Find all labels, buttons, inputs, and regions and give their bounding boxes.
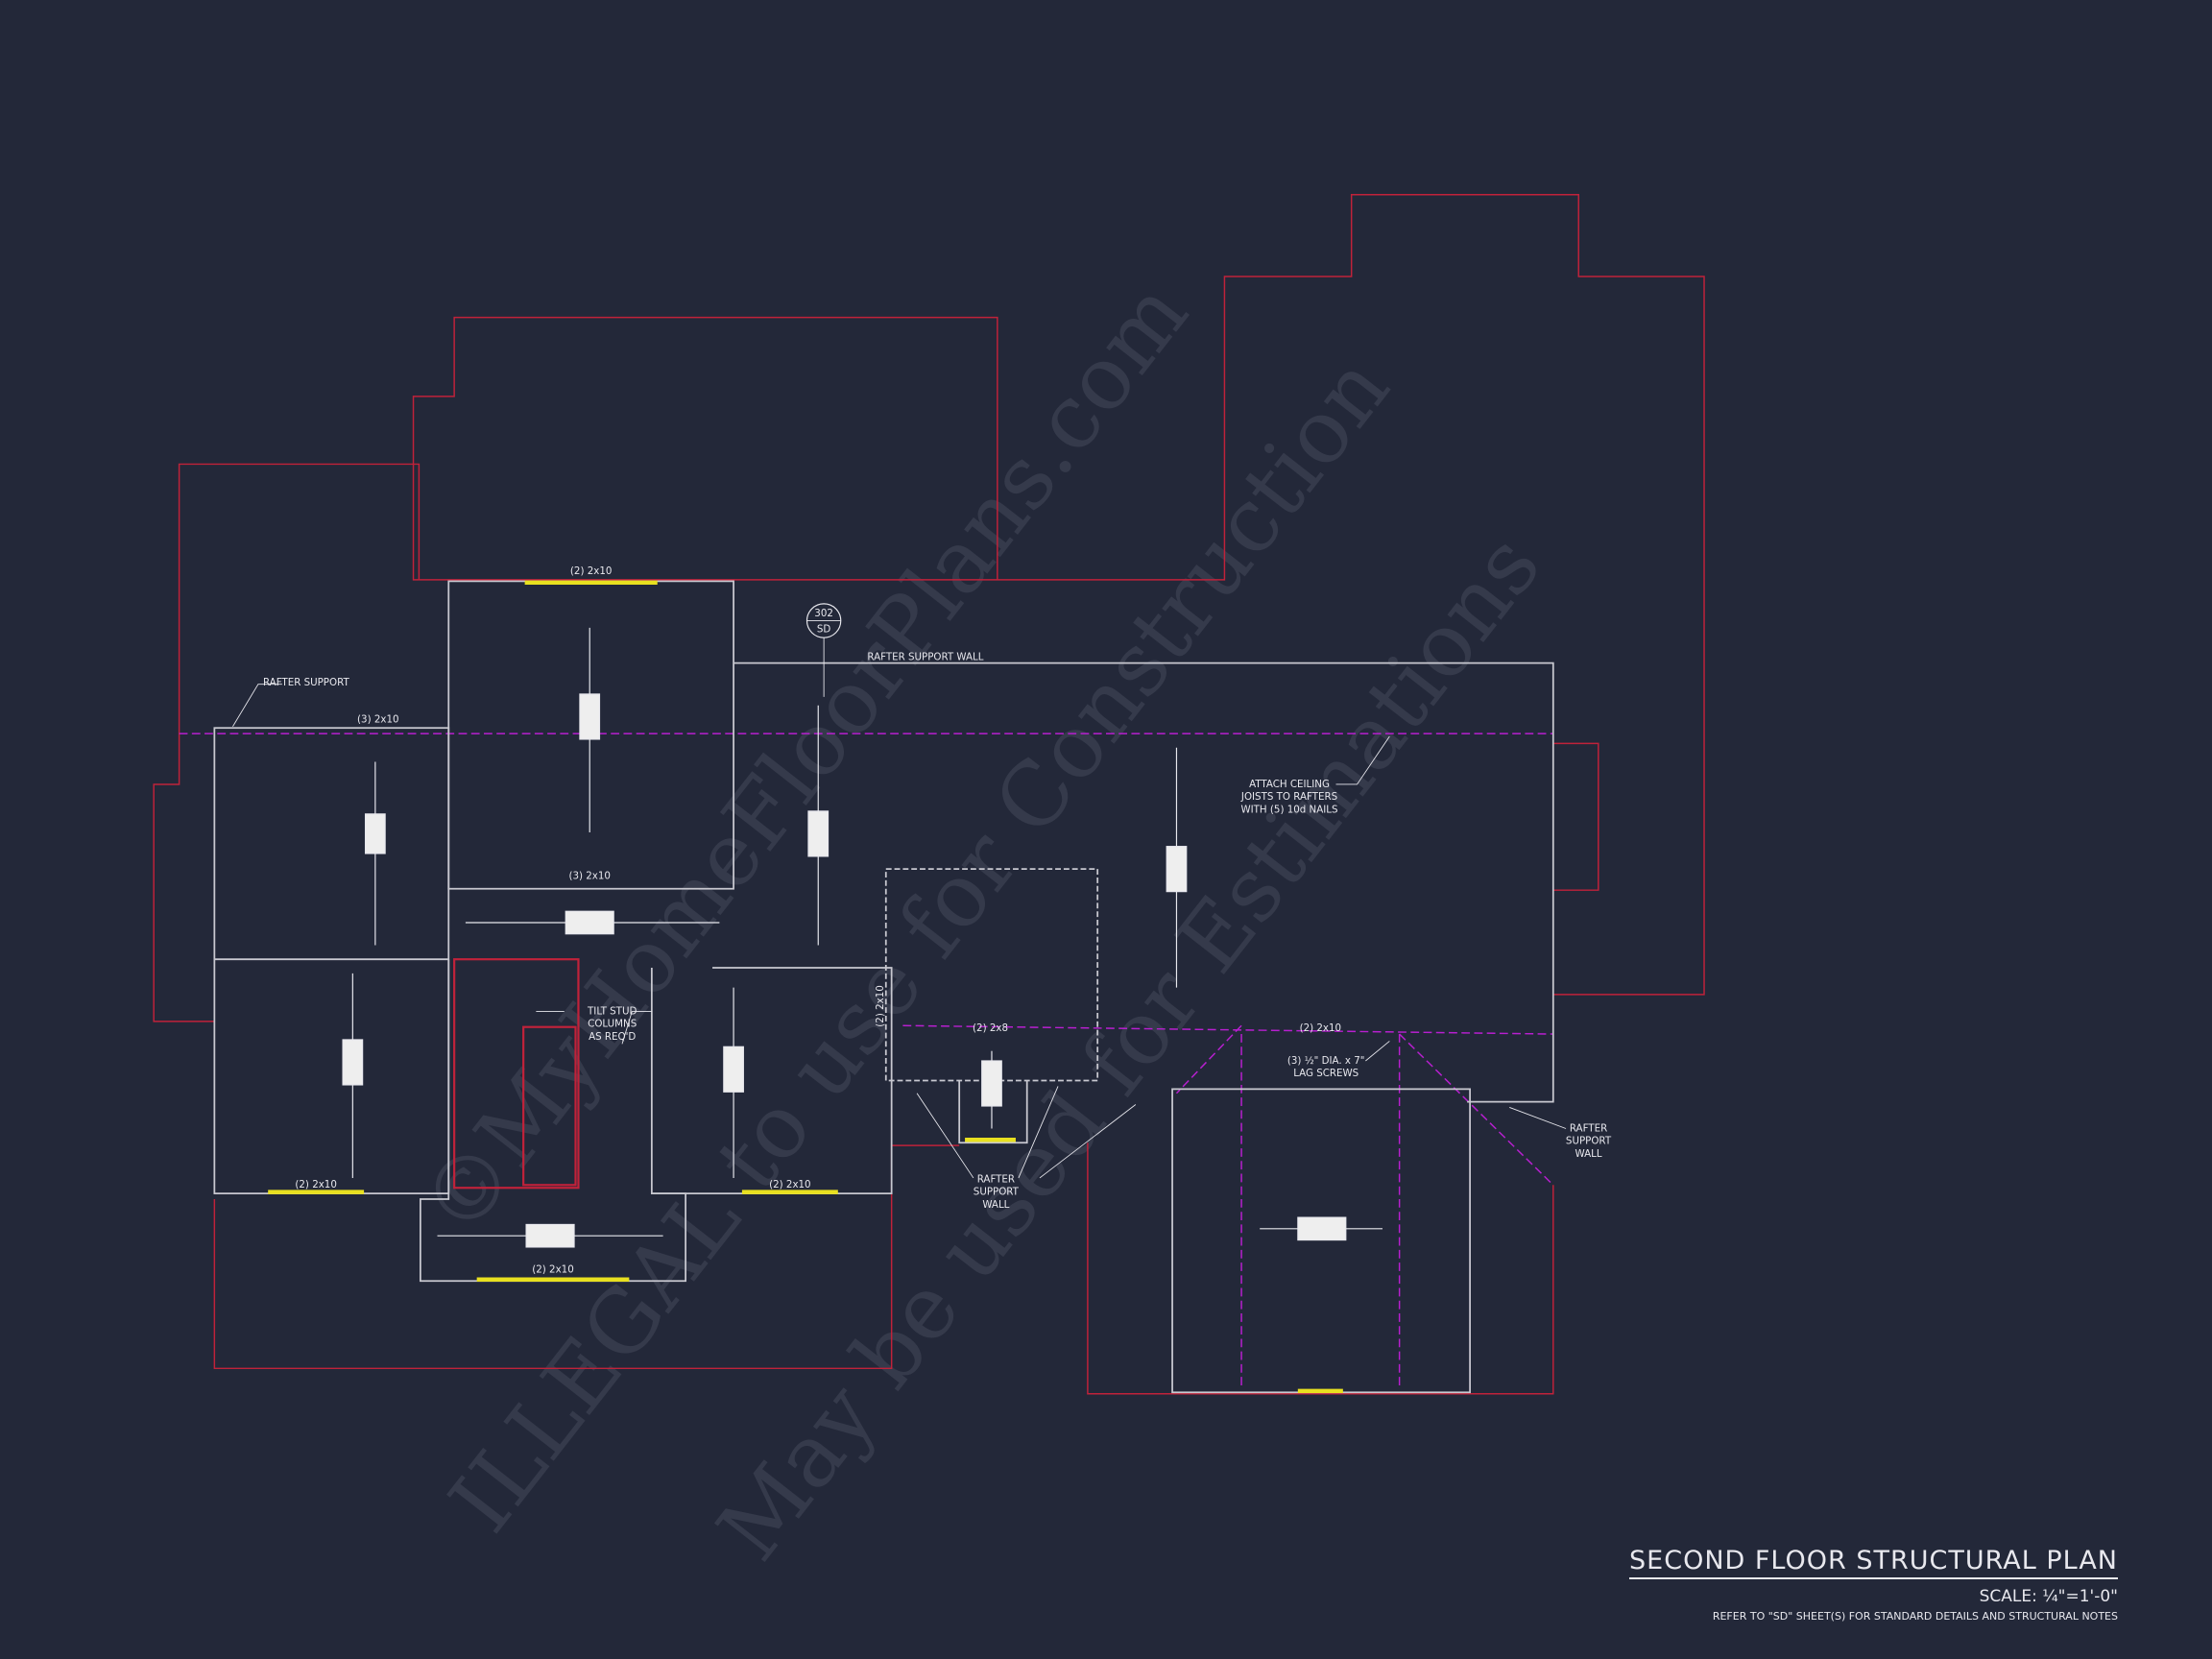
- section-sheet: SD: [817, 623, 831, 635]
- rsw-right-2: SUPPORT: [1566, 1136, 1612, 1147]
- joist-spans: [342, 627, 1382, 1248]
- attach-note-3: WITH (5) 10d NAILS: [1240, 804, 1337, 815]
- rsw-right-3: WALL: [1575, 1148, 1601, 1160]
- tilt-note-2: COLUMNS: [588, 1019, 637, 1030]
- sheet-title: SECOND FLOOR STRUCTURAL PLAN: [1629, 1546, 2118, 1579]
- header-label-bed1: (3) 2x10: [357, 713, 398, 725]
- header-label-bottom: (2) 2x10: [532, 1263, 573, 1275]
- section-marker: 302 SD: [805, 603, 842, 697]
- header-label-bl: (2) 2x10: [295, 1179, 336, 1190]
- roof-outline: [153, 194, 1705, 1395]
- rafter-support-label: RAFTER SUPPORT: [263, 677, 349, 688]
- lag-note-2: LAG SCREWS: [1293, 1068, 1358, 1079]
- lag-note-1: (3) ½" DIA. x 7": [1287, 1055, 1365, 1067]
- rafter-support-wall-top: RAFTER SUPPORT WALL: [867, 652, 983, 663]
- sheet-scale: SCALE: ¼"=1'-0": [1979, 1587, 2118, 1606]
- header-label-bm: (2) 2x10: [769, 1179, 810, 1190]
- header-label-garage: (2) 2x10: [1300, 1022, 1341, 1034]
- section-number: 302: [814, 608, 833, 619]
- leaders: [232, 684, 1567, 1179]
- stair: [453, 958, 580, 1190]
- attach-note-2: JOISTS TO RAFTERS: [1240, 791, 1337, 803]
- ceiling-lines: [179, 733, 1554, 1390]
- sheet-note: REFER TO "SD" SHEET(S) FOR STANDARD DETA…: [1712, 1610, 2118, 1623]
- rsw-mid-3: WALL: [982, 1199, 1009, 1211]
- tilt-note-3: AS REQ'D: [589, 1031, 636, 1043]
- annotations: (2) 2x10 (3) 2x10 (3) 2x10 (2) 2x10 (2) …: [263, 565, 1612, 1275]
- header-label-vertical: (2) 2x10: [875, 985, 886, 1026]
- rsw-right-1: RAFTER: [1570, 1122, 1607, 1134]
- header-label-closet: (3) 2x10: [568, 870, 610, 881]
- headers: [268, 580, 1343, 1394]
- tilt-note-1: TILT STUD: [587, 1005, 637, 1017]
- rsw-mid-2: SUPPORT: [974, 1187, 1020, 1198]
- attach-note-1: ATTACH CEILING: [1249, 779, 1330, 790]
- title-block: SECOND FLOOR STRUCTURAL PLAN SCALE: ¼"=1…: [1629, 1546, 2118, 1623]
- header-label-top: (2) 2x10: [570, 565, 612, 577]
- rsw-mid-1: RAFTER: [977, 1173, 1015, 1185]
- header-label-bath: (2) 2x8: [973, 1022, 1008, 1034]
